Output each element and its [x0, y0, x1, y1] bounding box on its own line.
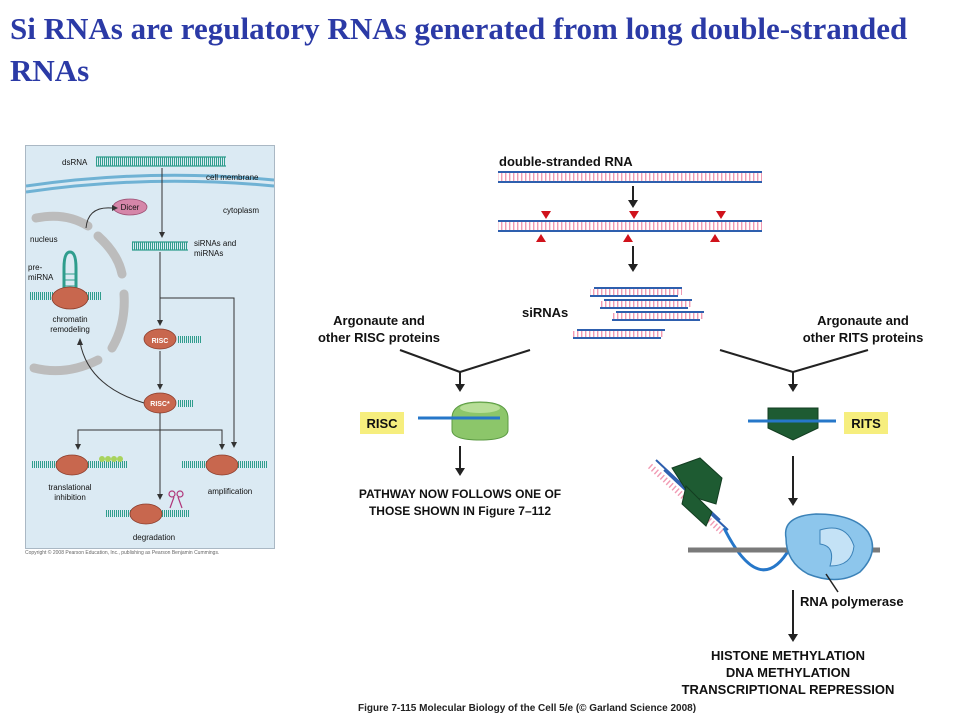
- right-diagram: double-stranded RNA siRNAs: [318, 154, 924, 697]
- right-diagram-panel: double-stranded RNA siRNAs: [300, 140, 950, 705]
- cleavage-site-markers: [536, 211, 726, 242]
- left-diagram-panel: cell membrane cytoplasm dsRNA nucleus Di…: [25, 145, 275, 549]
- chromatin-label-line2: remodeling: [50, 325, 90, 334]
- amplification-risc: [205, 454, 239, 476]
- translation-risc: [55, 454, 89, 476]
- sirna-duplex-3: [612, 311, 704, 321]
- left-diagram: cell membrane cytoplasm dsRNA nucleus Di…: [26, 156, 274, 542]
- pathway-label-line1: PATHWAY NOW FOLLOWS ONE OF: [359, 487, 561, 501]
- chromatin-complex: [51, 286, 89, 310]
- chromatin-label-line1: chromatin: [52, 315, 87, 324]
- pathway-label-line2: THOSE SHOWN IN Figure 7–112: [369, 504, 551, 518]
- sirnas-title: siRNAs: [522, 305, 568, 320]
- dsrna-title: double-stranded RNA: [499, 154, 633, 169]
- risc-to-chromatin-arrow: [79, 341, 145, 404]
- argonaute-risc-label-line2: other RISC proteins: [318, 330, 440, 345]
- sirnas-label-line1: siRNAs and: [194, 239, 236, 248]
- dsrna-ladder: [96, 157, 226, 166]
- risc-star-label: RISC*: [150, 401, 170, 408]
- risc-complex: [143, 328, 177, 350]
- pre-mirna-hairpin: [62, 250, 78, 296]
- copyright-note: Copyright © 2008 Pearson Education, Inc.…: [25, 550, 220, 556]
- translational-label-line1: translational: [48, 483, 91, 492]
- rna-polymerase-pointer: [825, 573, 839, 593]
- degradation-label: degradation: [133, 533, 175, 542]
- outcome-line3: TRANSCRIPTIONAL REPRESSION: [682, 682, 895, 697]
- argonaute-rits-label-line1: Argonaute and: [817, 313, 909, 328]
- pre-mirna-label-line1: pre-: [28, 263, 43, 272]
- sirna-duplex-4: [573, 329, 665, 339]
- dsrna-label: dsRNA: [62, 158, 88, 167]
- nucleus-envelope: [29, 211, 129, 376]
- sirnas-label-line2: miRNAs: [194, 249, 223, 258]
- rits-badge-label: RITS: [851, 416, 881, 431]
- risc-badge: [360, 412, 404, 434]
- degradation-risc: [129, 503, 163, 525]
- outcome-line1: HISTONE METHYLATION: [711, 648, 865, 663]
- pre-mirna-label-line2: miRNA: [28, 273, 54, 282]
- figure-caption: Figure 7-115 Molecular Biology of the Ce…: [358, 703, 697, 714]
- argonaute-risc-label-line1: Argonaute and: [333, 313, 425, 328]
- slide-title: Si RNAs are regulatory RNAs generated fr…: [10, 11, 908, 88]
- amplification-branch-arrow: [160, 297, 235, 444]
- long-dsrna: [498, 171, 762, 183]
- dicer-to-nucleus-arrow: [85, 207, 113, 229]
- rits-on-transcript: [647, 457, 729, 535]
- rits-assembly-arrows: [719, 349, 869, 392]
- amplification-label: amplification: [208, 487, 252, 496]
- cell-membrane: [26, 173, 274, 194]
- risc-label-left: RISC: [152, 338, 169, 345]
- sirna-ladder: [132, 242, 188, 250]
- cleaved-dsrna: [498, 220, 762, 232]
- rna-polymerase-label: RNA polymerase: [800, 594, 904, 609]
- translational-label-line2: inhibition: [54, 493, 86, 502]
- dicer-label: Dicer: [121, 203, 140, 212]
- outcome-line2: DNA METHYLATION: [726, 665, 850, 680]
- cell-membrane-label: cell membrane: [206, 173, 259, 182]
- sirna-duplex-2: [600, 299, 692, 309]
- argonaute-rits-label-line2: other RITS proteins: [803, 330, 924, 345]
- sirna-duplex-1: [590, 287, 682, 297]
- rna-polymerase: [784, 513, 874, 581]
- nucleus-label: nucleus: [30, 235, 58, 244]
- cytoplasm-label: cytoplasm: [223, 206, 259, 215]
- risc-assembly-arrows: [399, 349, 531, 392]
- rits-complex-shape: [767, 407, 819, 441]
- rits-badge: [844, 412, 888, 434]
- risc-badge-label: RISC: [366, 416, 398, 431]
- scissors-icon: [168, 490, 184, 509]
